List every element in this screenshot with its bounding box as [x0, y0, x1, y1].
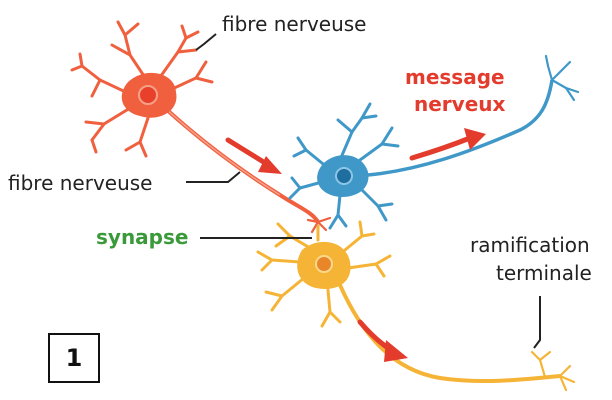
figure-number: 1 [66, 344, 83, 372]
label-ramification-line1: ramification [470, 233, 590, 257]
leader-fibre-top [196, 34, 216, 50]
label-ramification-line2: terminale [496, 261, 592, 285]
leader-fibre-left [186, 172, 240, 182]
label-fibre-left: fibre nerveuse [8, 171, 152, 195]
label-synapse: synapse [96, 225, 188, 249]
label-message-line2: nerveux [414, 92, 506, 116]
orange-axon-arrow [360, 322, 408, 362]
figure-number-box: 1 [48, 333, 100, 383]
label-message-line1: message [405, 65, 505, 89]
red-neuron [72, 22, 330, 232]
leader-ramification [534, 296, 540, 348]
label-fibre-top: fibre nerveuse [222, 12, 366, 36]
red-fibre-arrow [228, 140, 282, 174]
message-arrow [412, 128, 486, 158]
